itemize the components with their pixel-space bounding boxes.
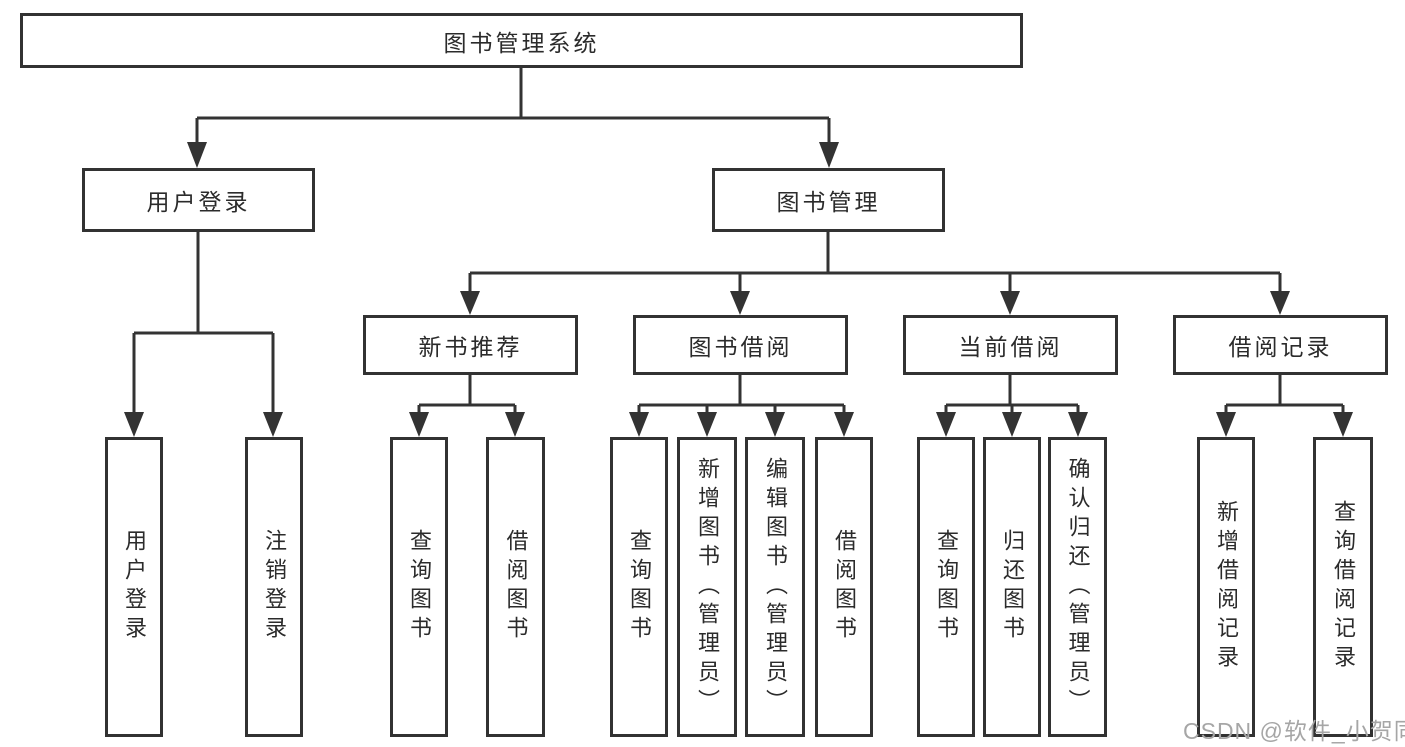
node-root: 图书管理系统	[20, 13, 1023, 68]
leaf-borrow-book-label: 借阅图书	[832, 529, 857, 645]
leaf-add-borrow-record: 新增借阅记录	[1197, 437, 1255, 737]
leaf-logout-label: 注销登录	[262, 529, 287, 645]
node-user-login: 用户登录	[82, 168, 315, 232]
csdn-watermark: CSDN @软件_小贺同学	[1183, 718, 1405, 744]
leaf-borrow-book-rec: 借阅图书	[486, 437, 545, 737]
connector-current-borrow-to-leaves	[936, 375, 1088, 437]
leaf-confirm-return-admin-label: 确认归还（管理员）	[1065, 456, 1091, 718]
leaf-query-borrow-record: 查询借阅记录	[1313, 437, 1373, 737]
leaf-query-book-rec: 查询图书	[390, 437, 448, 737]
node-book-mgmt-label: 图书管理	[776, 189, 881, 215]
connector-new-book-rec-to-leaves	[409, 375, 525, 437]
connector-book-mgmt-to-level3	[460, 232, 1290, 315]
connector-root-to-level2	[187, 67, 839, 168]
leaf-query-book-rec-label: 查询图书	[407, 529, 432, 645]
node-new-book-rec: 新书推荐	[363, 315, 578, 375]
leaf-confirm-return-admin: 确认归还（管理员）	[1048, 437, 1107, 737]
leaf-query-book-current-label: 查询图书	[934, 529, 959, 645]
node-book-borrow-label: 图书借阅	[688, 334, 793, 360]
leaf-return-book-label: 归还图书	[1000, 529, 1025, 645]
leaf-add-book-admin-label: 新增图书（管理员）	[695, 456, 720, 718]
node-current-borrow: 当前借阅	[903, 315, 1118, 375]
node-borrow-records-label: 借阅记录	[1228, 334, 1333, 360]
leaf-return-book: 归还图书	[983, 437, 1041, 737]
node-new-book-rec-label: 新书推荐	[418, 334, 523, 360]
leaf-add-book-admin: 新增图书（管理员）	[677, 437, 737, 737]
leaf-borrow-book: 借阅图书	[815, 437, 873, 737]
leaf-add-borrow-record-label: 新增借阅记录	[1214, 500, 1239, 674]
node-root-label: 图书管理系统	[443, 29, 600, 56]
connector-borrow-records-to-leaves	[1216, 375, 1353, 437]
leaf-logout: 注销登录	[245, 437, 303, 737]
leaf-edit-book-admin-label: 编辑图书（管理员）	[763, 456, 788, 718]
leaf-edit-book-admin: 编辑图书（管理员）	[745, 437, 805, 737]
node-current-borrow-label: 当前借阅	[958, 334, 1063, 360]
node-user-login-label: 用户登录	[146, 189, 251, 215]
leaf-query-borrow-record-label: 查询借阅记录	[1331, 500, 1356, 674]
node-borrow-records: 借阅记录	[1173, 315, 1388, 375]
leaf-borrow-book-rec-label: 借阅图书	[503, 529, 529, 645]
leaf-query-book-borrow-label: 查询图书	[627, 529, 652, 645]
leaf-query-book-borrow: 查询图书	[610, 437, 668, 737]
leaf-user-login: 用户登录	[105, 437, 163, 737]
node-book-borrow: 图书借阅	[633, 315, 848, 375]
leaf-query-book-current: 查询图书	[917, 437, 975, 737]
connector-user-login-to-leaves	[124, 232, 283, 437]
leaf-user-login-label: 用户登录	[122, 529, 147, 645]
connector-book-borrow-to-leaves	[629, 375, 854, 437]
node-book-mgmt: 图书管理	[712, 168, 945, 232]
